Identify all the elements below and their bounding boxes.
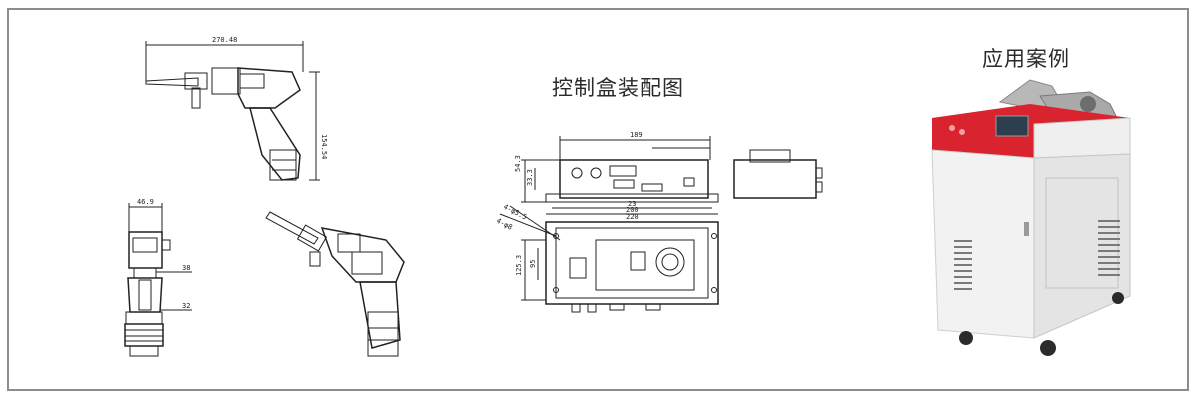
figure-frame [7, 8, 1189, 391]
dim-box-front-height-a: 125.3 [515, 255, 523, 276]
dim-box-front-height-b: 95 [529, 260, 537, 268]
control-box-side-view [733, 149, 823, 199]
dim-torch-lower: 32 [182, 302, 190, 310]
dim-box-mid: 23 [628, 200, 636, 208]
dim-torch-length: 270.48 [212, 36, 237, 44]
dim-hole-b: 4-φ8 [495, 217, 514, 232]
dim-hole-a: 4-φ5.5 [502, 203, 528, 222]
dim-box-left-a: 54.3 [514, 155, 522, 172]
welding-machine-illustration [931, 79, 1131, 356]
control-box-top-view [521, 136, 719, 215]
application-case-title: 应用案例 [982, 47, 1070, 71]
torch-front-view [124, 203, 192, 357]
control-box-front-view [499, 205, 719, 313]
dim-torch-height: 154.54 [320, 134, 328, 159]
dim-box-left-b: 33.3 [526, 169, 534, 186]
torch-perspective-view [265, 211, 405, 357]
control-box-title: 控制盒装配图 [552, 76, 684, 100]
dim-box-top: 189 [630, 131, 643, 139]
dim-torch-width: 46.9 [137, 198, 154, 206]
torch-side-view [145, 41, 320, 181]
dim-box-bottom-a: 200 [626, 206, 639, 214]
dim-box-bottom-b: 220 [626, 213, 639, 221]
dim-torch-upper: 38 [182, 264, 190, 272]
